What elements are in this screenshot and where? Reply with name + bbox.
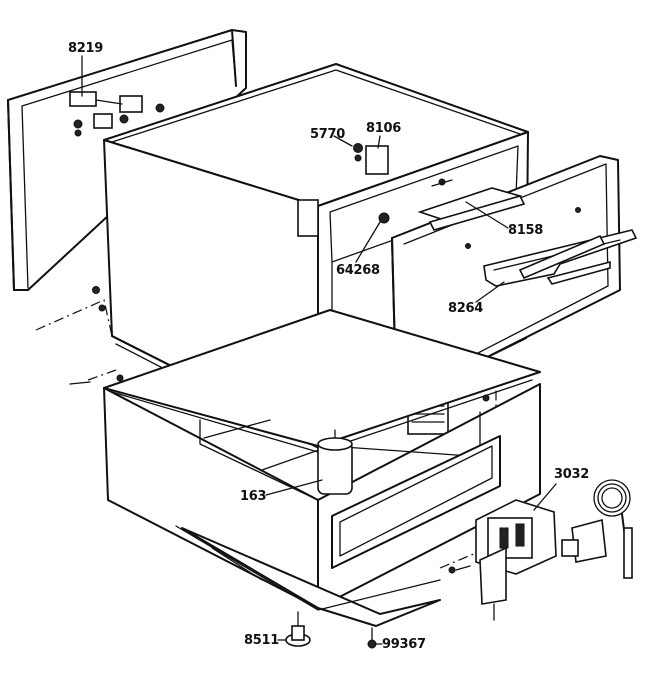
- label-5770: 5770: [310, 127, 353, 147]
- switch-assembly: [475, 479, 633, 621]
- svg-text:99367: 99367: [382, 637, 426, 652]
- svg-text:64268: 64268: [336, 263, 380, 278]
- base-box: [103, 309, 541, 627]
- front-door: [391, 155, 638, 435]
- svg-text:8219: 8219: [68, 41, 103, 56]
- label-8264: 8264: [448, 281, 505, 316]
- hinge-brackets: [69, 91, 165, 137]
- label-64268: 64268: [336, 221, 381, 278]
- label-3032: 3032: [533, 467, 589, 511]
- svg-text:163: 163: [240, 489, 266, 504]
- label-8106: 8106: [366, 121, 402, 149]
- svg-text:8511: 8511: [244, 633, 279, 648]
- capacitor-part: [317, 429, 353, 495]
- label-99367: 99367: [375, 637, 426, 652]
- label-163: 163: [240, 479, 323, 504]
- foot-and-screw: [285, 611, 377, 649]
- label-8511: 8511: [244, 633, 287, 648]
- label-8158: 8158: [465, 201, 544, 238]
- fasteners: [69, 143, 490, 574]
- svg-text:5770: 5770: [310, 127, 345, 142]
- label-8219: 8219: [68, 41, 104, 97]
- svg-text:8264: 8264: [448, 301, 483, 316]
- svg-text:3032: 3032: [554, 467, 589, 482]
- svg-text:8158: 8158: [508, 223, 543, 238]
- svg-text:8106: 8106: [366, 121, 401, 136]
